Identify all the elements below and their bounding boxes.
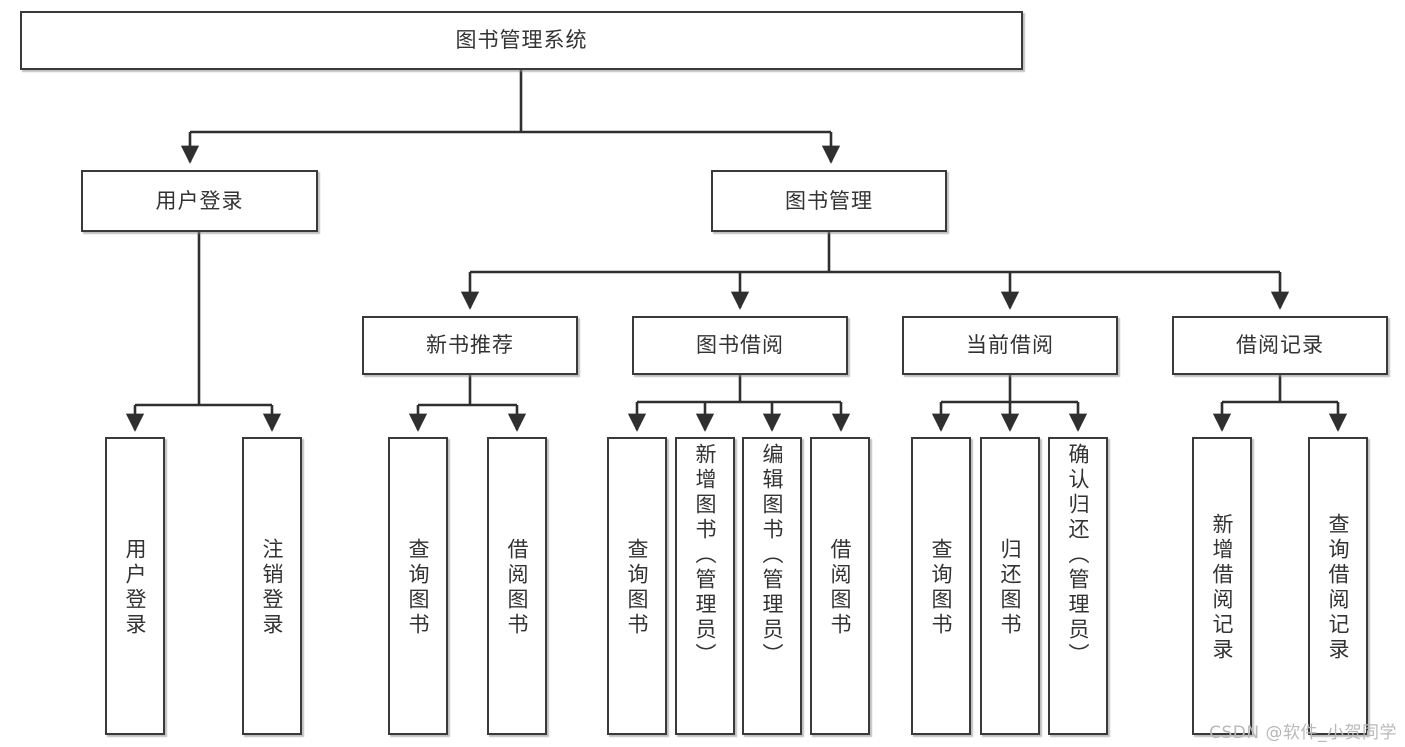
leaf-query-borrow-record[interactable]: 查询借阅记录 [1308,437,1368,735]
leaf-borrow-books-recommend-label: 借阅图书 [505,538,530,638]
leaf-query-books-current-label: 查询图书 [929,538,954,638]
csdn-watermark: CSDN @软件_小贺同学 [1209,723,1397,743]
leaf-add-borrow-record[interactable]: 新增借阅记录 [1192,437,1252,735]
leaf-borrow-books-recommend[interactable]: 借阅图书 [487,437,547,735]
leaf-return-books[interactable]: 归还图书 [980,437,1040,735]
node-user-login[interactable]: 用户登录 [81,170,318,232]
leaf-borrow-books-borrow[interactable]: 借阅图书 [810,437,870,735]
leaf-query-books-current[interactable]: 查询图书 [911,437,971,735]
node-new-book-recommend[interactable]: 新书推荐 [362,316,578,375]
leaf-query-books-recommend[interactable]: 查询图书 [388,437,448,735]
node-book-management[interactable]: 图书管理 [711,170,947,232]
leaf-add-book-admin[interactable]: 新增图书（管理员） [675,437,735,735]
node-root[interactable]: 图书管理系统 [20,11,1023,70]
leaf-add-book-admin-label: 新增图书（管理员） [693,443,718,668]
node-root-label: 图书管理系统 [455,28,588,53]
leaf-user-login-label: 用户登录 [123,538,148,638]
leaf-borrow-books-borrow-label: 借阅图书 [828,538,853,638]
node-book-management-label: 图书管理 [785,188,873,213]
node-new-book-recommend-label: 新书推荐 [426,333,514,358]
leaf-confirm-return-admin[interactable]: 确认归还（管理员） [1048,437,1108,735]
leaf-confirm-return-admin-label: 确认归还（管理员） [1066,443,1091,668]
leaf-query-books-borrow[interactable]: 查询图书 [607,437,667,735]
leaf-query-borrow-record-label: 查询借阅记录 [1326,513,1351,663]
node-current-borrow[interactable]: 当前借阅 [902,316,1118,375]
node-borrow-records[interactable]: 借阅记录 [1172,316,1388,375]
leaf-user-login[interactable]: 用户登录 [105,437,165,735]
node-user-login-label: 用户登录 [155,188,244,213]
leaf-edit-book-admin[interactable]: 编辑图书（管理员） [742,437,802,735]
leaf-edit-book-admin-label: 编辑图书（管理员） [760,443,785,668]
leaf-logout-label: 注销登录 [260,538,285,638]
leaf-query-books-recommend-label: 查询图书 [406,538,431,638]
node-current-borrow-label: 当前借阅 [966,333,1054,358]
node-borrow-records-label: 借阅记录 [1236,333,1324,358]
leaf-add-borrow-record-label: 新增借阅记录 [1210,513,1235,663]
leaf-query-books-borrow-label: 查询图书 [625,538,650,638]
node-book-borrow[interactable]: 图书借阅 [632,316,848,375]
node-book-borrow-label: 图书借阅 [696,333,784,358]
leaf-logout[interactable]: 注销登录 [242,437,302,735]
leaf-return-books-label: 归还图书 [998,538,1023,638]
